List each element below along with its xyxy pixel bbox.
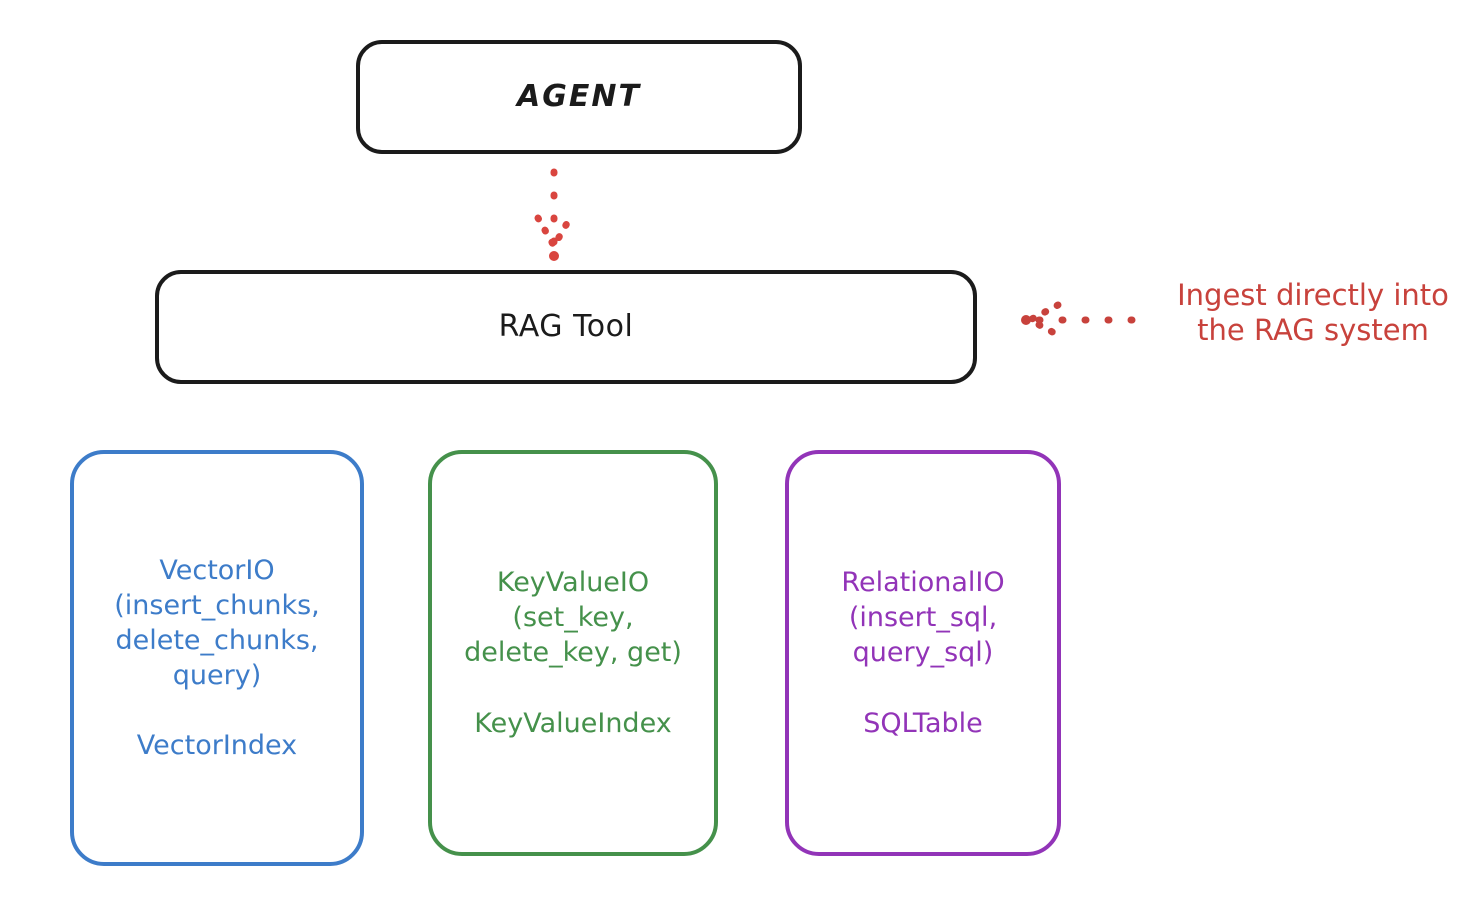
key-value-io-node[interactable]: KeyValueIO (set_key, delete_key, get) Ke… bbox=[428, 450, 718, 856]
vector-io-node-label: VectorIO (insert_chunks, delete_chunks, … bbox=[114, 554, 320, 762]
agent-node[interactable]: AGENT bbox=[356, 40, 802, 154]
ingest-to-rag-arrow bbox=[1021, 301, 1136, 339]
ingest-annotation-text: Ingest directly into the RAG system bbox=[1177, 278, 1449, 348]
relational-io-node[interactable]: RelationalIO (insert_sql, query_sql) SQL… bbox=[785, 450, 1061, 856]
rag-tool-node-label: RAG Tool bbox=[498, 309, 634, 345]
agent-node-label: AGENT bbox=[517, 79, 641, 115]
agent-to-rag-arrow bbox=[534, 168, 574, 261]
relational-io-node-label: RelationalIO (insert_sql, query_sql) SQL… bbox=[841, 567, 1005, 739]
vector-io-node[interactable]: VectorIO (insert_chunks, delete_chunks, … bbox=[70, 450, 364, 866]
rag-tool-node[interactable]: RAG Tool bbox=[155, 270, 977, 384]
key-value-io-node-label: KeyValueIO (set_key, delete_key, get) Ke… bbox=[464, 567, 682, 739]
